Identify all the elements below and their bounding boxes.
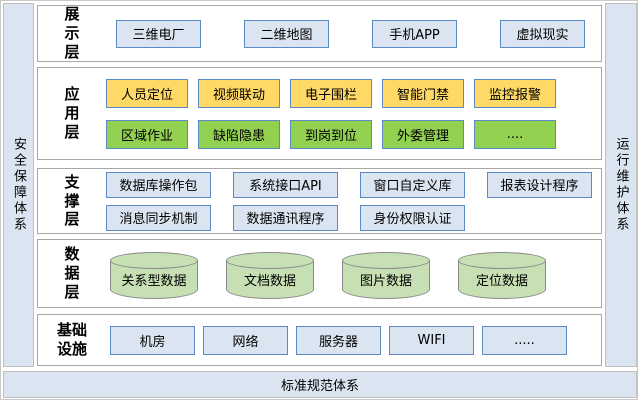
database-cylinder: 关系型数据 — [110, 251, 198, 299]
infrastructure-layer-title: 基础设施 — [56, 321, 87, 358]
application-row-2: 区域作业 缺陷隐患 到岗到位 外委管理 .... — [106, 119, 601, 149]
application-box: 监控报警 — [474, 78, 556, 108]
application-box: 缺陷隐患 — [198, 119, 280, 149]
application-layer-title: 应用层 — [64, 85, 80, 141]
support-row-2: 消息同步机制 数据通讯程序 身份权限认证 — [106, 204, 601, 231]
support-box: 报表设计程序 — [487, 171, 592, 198]
operation-maintenance-label: 运行维护体系 — [613, 137, 629, 233]
database-cylinder: 定位数据 — [458, 251, 546, 299]
database-cylinder: 图片数据 — [342, 251, 430, 299]
support-box: 数据通讯程序 — [233, 204, 338, 231]
application-box: 外委管理 — [382, 119, 464, 149]
presentation-box: 二维地图 — [244, 19, 329, 48]
data-layer-panel: 数据层 关系型数据 文档数据 图片数据 定位数据 — [37, 239, 602, 308]
support-box: 消息同步机制 — [106, 204, 211, 231]
application-box: 视频联动 — [198, 78, 280, 108]
presentation-layer-title: 展示层 — [64, 5, 80, 61]
infrastructure-box: WIFI — [389, 325, 474, 355]
infrastructure-box: 服务器 — [296, 325, 381, 355]
standards-bottom-bar: 标准规范体系 — [3, 371, 637, 398]
security-assurance-sidebar: 安全保障体系 — [3, 3, 34, 367]
application-row-1: 人员定位 视频联动 电子围栏 智能门禁 监控报警 — [106, 78, 601, 108]
operation-maintenance-sidebar: 运行维护体系 — [605, 3, 637, 367]
presentation-row: 三维电厂 二维地图 手机APP 虚拟现实 — [106, 19, 601, 48]
infrastructure-layer-panel: 基础设施 机房 网络 服务器 WIFI ..... — [37, 314, 602, 366]
data-row: 关系型数据 文档数据 图片数据 定位数据 — [106, 249, 601, 299]
application-box: 智能门禁 — [382, 78, 464, 108]
presentation-box: 手机APP — [372, 19, 457, 48]
support-box: 数据库操作包 — [106, 171, 211, 198]
support-row-1: 数据库操作包 系统接口API 窗口自定义库 报表设计程序 — [106, 171, 601, 198]
infrastructure-row: 机房 网络 服务器 WIFI ..... — [106, 325, 601, 355]
infrastructure-box: 机房 — [110, 325, 195, 355]
application-box: 人员定位 — [106, 78, 188, 108]
support-box: 身份权限认证 — [360, 204, 465, 231]
support-box: 窗口自定义库 — [360, 171, 465, 198]
presentation-box: 虚拟现实 — [500, 19, 585, 48]
infrastructure-box: 网络 — [203, 325, 288, 355]
database-cylinder: 文档数据 — [226, 251, 314, 299]
application-box: 电子围栏 — [290, 78, 372, 108]
standards-label: 标准规范体系 — [280, 379, 359, 394]
application-box: 到岗到位 — [290, 119, 372, 149]
presentation-layer-panel: 展示层 三维电厂 二维地图 手机APP 虚拟现实 — [37, 5, 602, 62]
support-layer-title: 支撑层 — [64, 172, 80, 229]
infrastructure-box: ..... — [482, 325, 567, 355]
support-layer-panel: 支撑层 数据库操作包 系统接口API 窗口自定义库 报表设计程序 消息同步机制 … — [37, 168, 602, 234]
security-assurance-label: 安全保障体系 — [11, 137, 26, 233]
data-layer-title: 数据层 — [64, 245, 80, 301]
presentation-box: 三维电厂 — [116, 19, 201, 48]
application-box: .... — [474, 119, 556, 149]
application-layer-panel: 应用层 人员定位 视频联动 电子围栏 智能门禁 监控报警 区域作业 缺陷隐患 到… — [37, 67, 602, 160]
support-box: 系统接口API — [233, 171, 338, 198]
application-box: 区域作业 — [106, 119, 188, 149]
